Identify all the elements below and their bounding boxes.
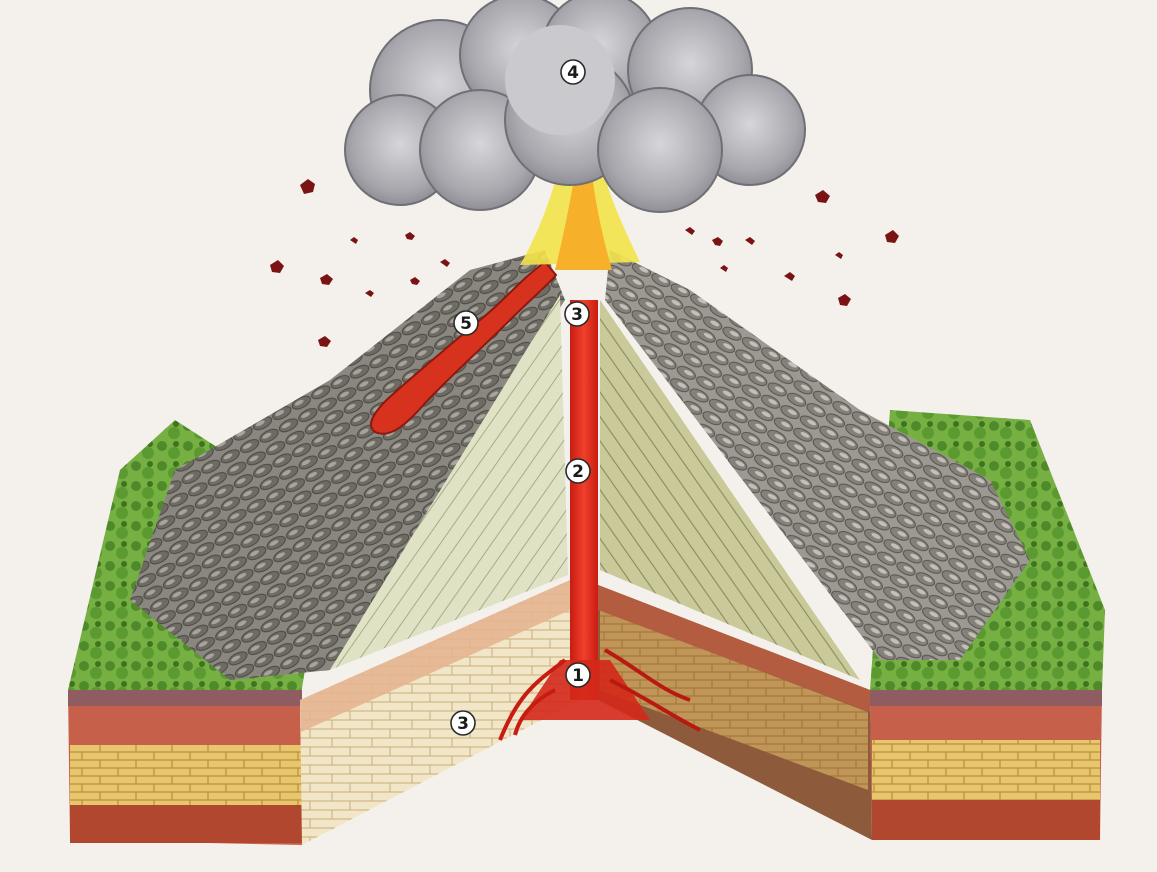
main-vent-pipe bbox=[570, 300, 598, 700]
ash-cloud bbox=[345, 0, 805, 212]
right-block-bottom-layer bbox=[872, 800, 1100, 840]
label-lava-flow-text: 5 bbox=[460, 314, 472, 334]
label-crater-lower: 3 bbox=[451, 711, 475, 735]
label-crater-lower-text: 3 bbox=[457, 714, 469, 734]
left-block-top-soil bbox=[68, 690, 302, 706]
left-block-sandstone-layer bbox=[70, 745, 302, 805]
label-lava-flow: 5 bbox=[454, 311, 478, 335]
label-chamber-text: 1 bbox=[572, 666, 584, 686]
label-vent: 2 bbox=[566, 459, 590, 483]
label-crater: 3 bbox=[565, 302, 589, 326]
label-crater-text: 3 bbox=[571, 305, 583, 325]
label-chamber: 1 bbox=[566, 663, 590, 687]
right-block-top-soil bbox=[870, 690, 1102, 706]
label-ash-cloud: 4 bbox=[561, 60, 585, 84]
label-vent-text: 2 bbox=[572, 462, 584, 482]
right-block-sandstone-layer bbox=[872, 740, 1100, 800]
left-block-bottom-layer bbox=[70, 805, 302, 843]
label-ash-cloud-text: 4 bbox=[567, 63, 579, 83]
